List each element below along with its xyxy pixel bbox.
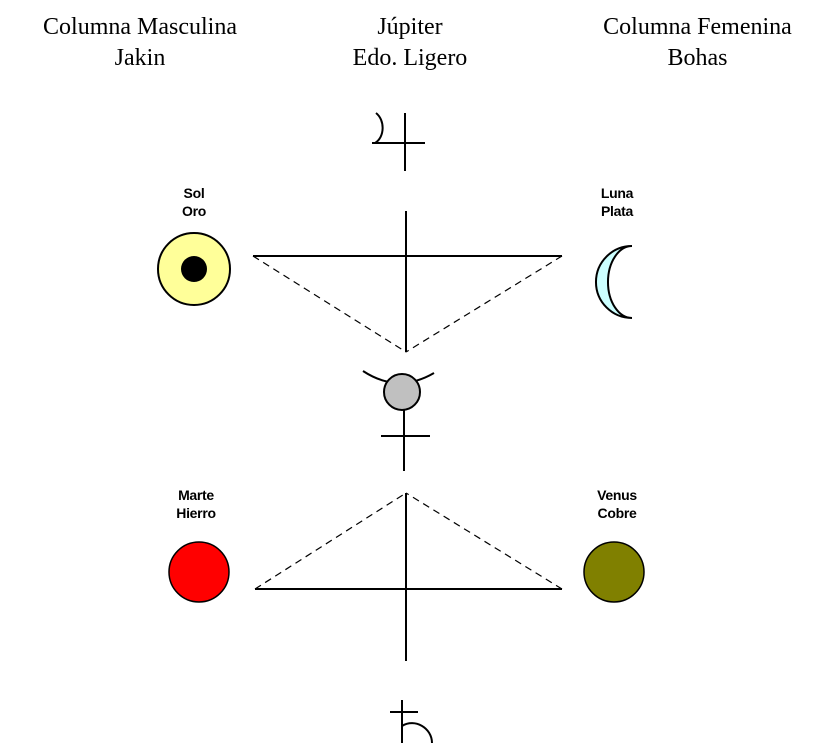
- upper-dashed-left: [252, 255, 407, 353]
- moon-label-metal: Plata: [601, 203, 633, 219]
- venus-symbol: [583, 541, 645, 603]
- sun-label-metal: Oro: [182, 203, 206, 219]
- venus-label-metal: Cobre: [597, 505, 637, 521]
- lower-dashed-left: [254, 492, 407, 590]
- sun-center-dot: [181, 256, 207, 282]
- header-left-title: Columna Masculina: [43, 14, 237, 40]
- saturn-symbol: [390, 700, 433, 743]
- lower-dashed-right: [405, 492, 563, 590]
- sun-label: Sol Oro: [134, 184, 254, 220]
- header-right-title: Columna Femenina: [603, 14, 792, 40]
- header-center-title: Júpiter: [377, 14, 443, 40]
- header-left-subtitle: Jakin: [114, 45, 166, 71]
- jupiter-symbol: [372, 112, 425, 171]
- venus-label: Venus Cobre: [557, 486, 677, 522]
- venus-label-name: Venus: [597, 487, 637, 503]
- lower-triangle: [254, 492, 563, 661]
- upper-triangle: [252, 211, 563, 353]
- header-center-column: Júpiter Edo. Ligero: [330, 12, 490, 74]
- moon-label: Luna Plata: [557, 184, 677, 220]
- mars-symbol: [168, 541, 230, 603]
- header-right-column: Columna Femenina Bohas: [568, 12, 827, 74]
- mercury-symbol: [362, 370, 435, 471]
- moon-label-name: Luna: [600, 185, 634, 201]
- sun-symbol: [157, 232, 231, 306]
- moon-symbol: [595, 245, 633, 319]
- mars-label-metal: Hierro: [176, 505, 216, 521]
- header-center-subtitle: Edo. Ligero: [352, 45, 468, 71]
- sun-label-name: Sol: [183, 185, 205, 201]
- header-left-column: Columna Masculina Jakin: [0, 12, 280, 74]
- mars-label: Marte Hierro: [136, 486, 256, 522]
- header-right-subtitle: Bohas: [667, 45, 728, 71]
- mars-label-name: Marte: [178, 487, 214, 503]
- upper-dashed-right: [405, 255, 563, 353]
